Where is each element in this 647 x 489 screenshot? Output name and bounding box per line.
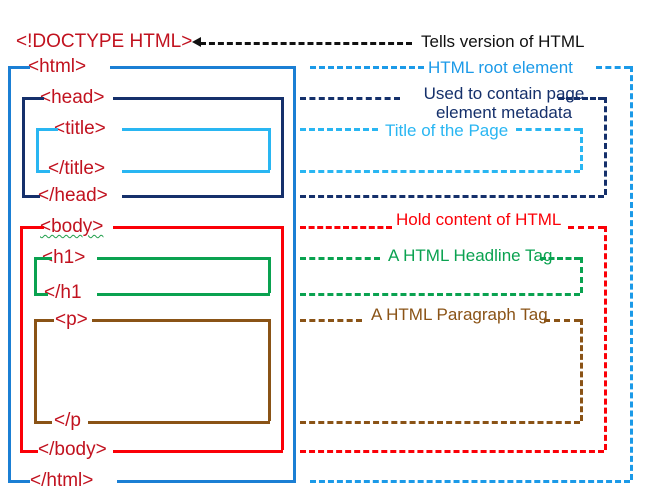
h1-dash-open-right bbox=[540, 257, 580, 260]
p-line-open bbox=[92, 319, 270, 322]
tag-head-close: </head> bbox=[38, 185, 108, 206]
h1-bracket-close-bottom bbox=[34, 293, 48, 296]
tag-html-close: </html> bbox=[30, 470, 94, 489]
head-bracket-open-top bbox=[22, 97, 44, 100]
p-dash-open-left bbox=[300, 319, 362, 322]
p-bracket-right bbox=[268, 319, 271, 421]
html-dash-right bbox=[630, 66, 633, 480]
body-line-close bbox=[113, 450, 283, 453]
head-bracket-close-bottom bbox=[22, 195, 40, 198]
html-bracket-close-bottom bbox=[8, 480, 30, 483]
h1-line-open bbox=[97, 257, 270, 260]
h1-bracket-right bbox=[268, 257, 271, 293]
html-dash-open-left bbox=[310, 66, 424, 69]
html-line-open bbox=[110, 66, 295, 69]
tag-html-open: <html> bbox=[28, 56, 87, 77]
head-dash-close bbox=[300, 195, 604, 198]
p-dash-open-right bbox=[544, 319, 580, 322]
body-bracket-left bbox=[20, 226, 23, 450]
tag-title-close: </title> bbox=[48, 158, 106, 179]
html-line-close bbox=[117, 480, 295, 483]
head-bracket-left bbox=[22, 97, 25, 195]
title-dash-open-left bbox=[300, 128, 378, 131]
title-bracket-left bbox=[36, 128, 39, 170]
doctype-arrowhead bbox=[192, 37, 201, 47]
html-bracket-open-top bbox=[8, 66, 30, 69]
tag-doctype: <!DOCTYPE HTML> bbox=[16, 31, 193, 52]
p-bracket-open-top bbox=[34, 319, 54, 322]
tag-p-close: </p bbox=[54, 410, 81, 431]
tag-p-open: <p> bbox=[55, 309, 88, 330]
title-dash-right bbox=[580, 128, 583, 170]
annotation-body: Hold content of HTML bbox=[396, 210, 562, 229]
body-bracket-open-top bbox=[20, 226, 44, 229]
head-dash-open-right bbox=[558, 97, 604, 100]
p-bracket-left bbox=[34, 319, 37, 421]
title-line-close bbox=[122, 170, 270, 173]
doctype-arrow-line bbox=[200, 42, 412, 45]
tag-body-open: <body> bbox=[40, 216, 104, 237]
body-bracket-close-bottom bbox=[20, 450, 38, 453]
h1-bracket-open-top bbox=[34, 257, 52, 260]
title-bracket-right bbox=[268, 128, 271, 170]
tag-h1-close: </h1 bbox=[44, 282, 82, 303]
body-bracket-right bbox=[281, 226, 284, 450]
annotation-head: Used to contain page element metadata bbox=[423, 84, 585, 122]
tag-h1-open: <h1> bbox=[42, 247, 86, 268]
body-dash-open-left bbox=[300, 226, 392, 229]
head-line-open bbox=[113, 97, 283, 100]
head-dash-open-left bbox=[300, 97, 400, 100]
head-dash-right bbox=[604, 97, 607, 195]
html-dash-open-right bbox=[596, 66, 630, 69]
title-bracket-open-top bbox=[36, 128, 58, 131]
body-dash-right bbox=[604, 226, 607, 450]
p-bracket-close-bottom bbox=[34, 421, 52, 424]
title-dash-close bbox=[300, 170, 580, 173]
head-line-close bbox=[122, 195, 283, 198]
annotation-p: A HTML Paragraph Tag bbox=[371, 305, 548, 324]
annotation-html: HTML root element bbox=[428, 58, 573, 77]
title-dash-open-right bbox=[516, 128, 580, 131]
tag-head-open: <head> bbox=[40, 87, 105, 108]
h1-dash-open-left bbox=[300, 257, 380, 260]
html-dash-close bbox=[310, 480, 630, 483]
body-dash-close bbox=[300, 450, 604, 453]
body-line-open bbox=[113, 226, 283, 229]
html-bracket-right bbox=[293, 66, 296, 483]
tag-title-open: <title> bbox=[54, 118, 106, 139]
body-dash-open-right bbox=[568, 226, 604, 229]
tag-body-close: </body> bbox=[38, 439, 107, 460]
annotation-doctype: Tells version of HTML bbox=[421, 32, 585, 51]
title-line-open bbox=[122, 128, 270, 131]
h1-bracket-left bbox=[34, 257, 37, 293]
h1-dash-close bbox=[300, 293, 580, 296]
title-bracket-close-bottom bbox=[36, 170, 50, 173]
head-bracket-right bbox=[281, 97, 284, 198]
p-dash-right bbox=[580, 319, 583, 421]
p-dash-close bbox=[300, 421, 580, 424]
p-line-close bbox=[88, 421, 270, 424]
h1-line-close bbox=[97, 293, 270, 296]
html-bracket-left bbox=[8, 66, 11, 480]
annotation-title: Title of the Page bbox=[385, 121, 509, 140]
annotation-h1: A HTML Headline Tag bbox=[388, 246, 553, 265]
h1-dash-right bbox=[580, 257, 583, 293]
